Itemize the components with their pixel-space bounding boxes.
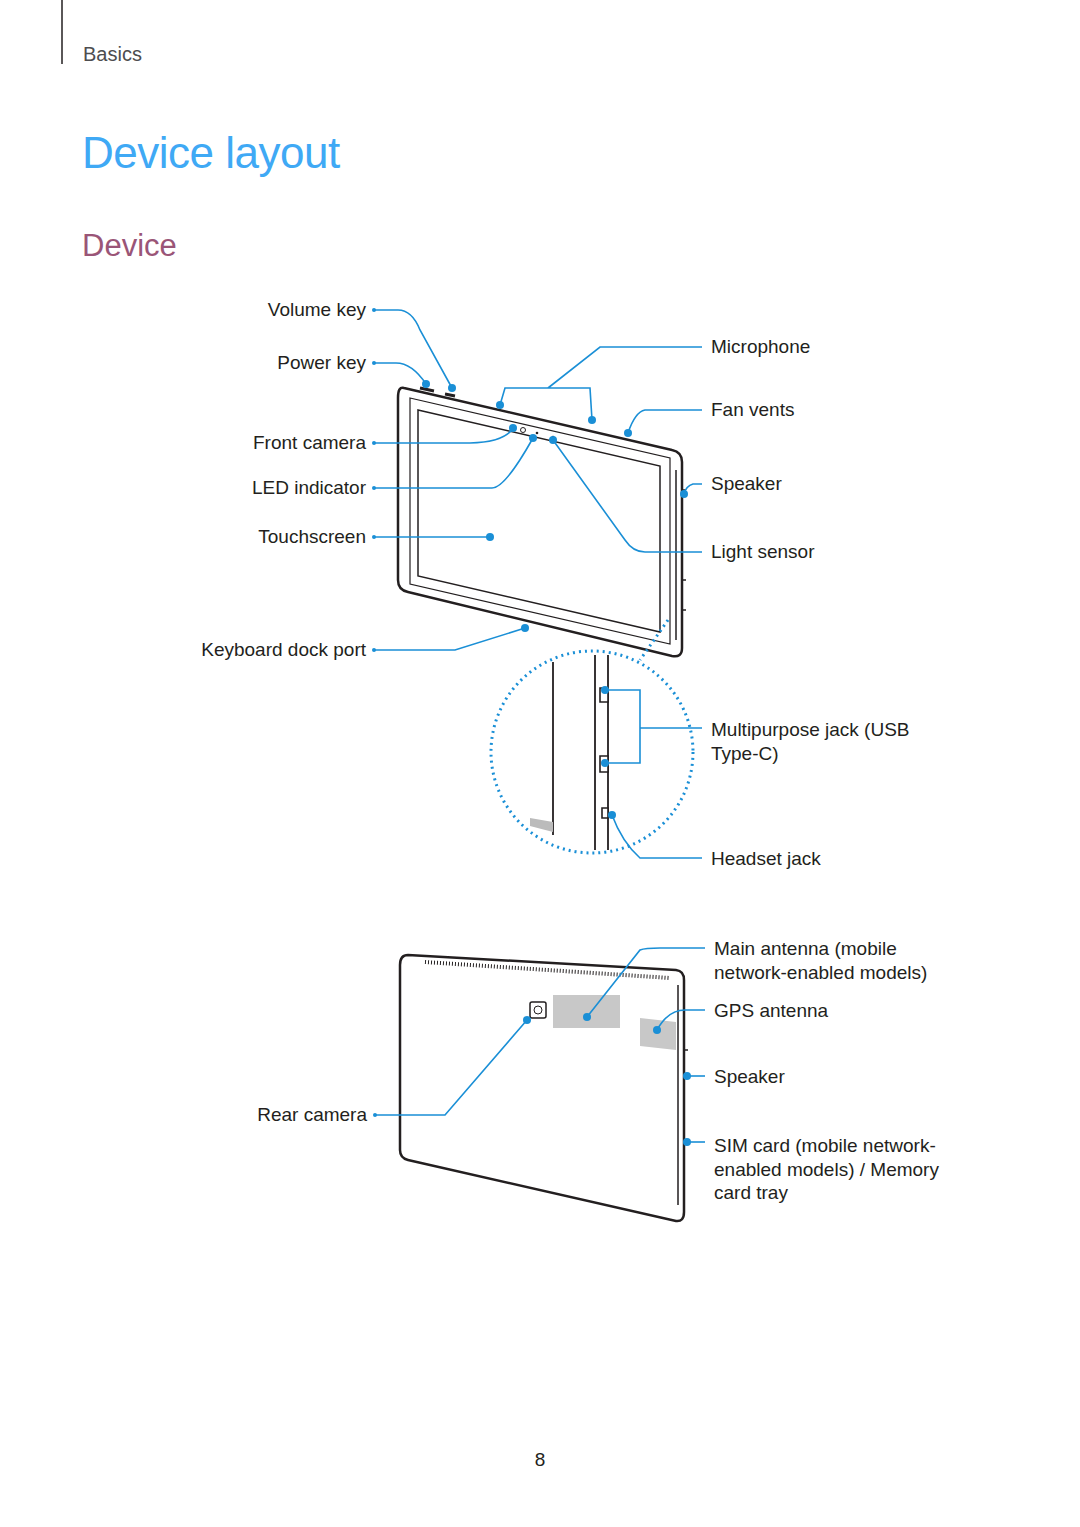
part-label: Microphone	[711, 335, 810, 359]
subsection-heading: Device	[82, 228, 177, 264]
part-label: Rear camera	[257, 1103, 367, 1127]
part-label: Keyboard dock port	[201, 638, 366, 662]
part-label: Main antenna (mobile network-enabled mod…	[714, 937, 949, 984]
part-label: Headset jack	[711, 847, 821, 871]
part-label: Light sensor	[711, 540, 815, 564]
page-number: 8	[490, 1448, 590, 1472]
part-label: Touchscreen	[258, 525, 366, 549]
page-title: Device layout	[82, 128, 340, 178]
part-label: Multipurpose jack (USB Type-C)	[711, 718, 926, 765]
part-label: GPS antenna	[714, 999, 828, 1023]
part-label: Fan vents	[711, 398, 794, 422]
part-label: SIM card (mobile network-enabled models)…	[714, 1134, 954, 1205]
part-label: Power key	[277, 351, 366, 375]
part-label: Speaker	[714, 1065, 785, 1089]
part-label: Speaker	[711, 472, 782, 496]
part-label: Volume key	[268, 298, 366, 322]
section-header: Basics	[83, 42, 142, 66]
part-label: LED indicator	[252, 476, 366, 500]
part-label: Front camera	[253, 431, 366, 455]
